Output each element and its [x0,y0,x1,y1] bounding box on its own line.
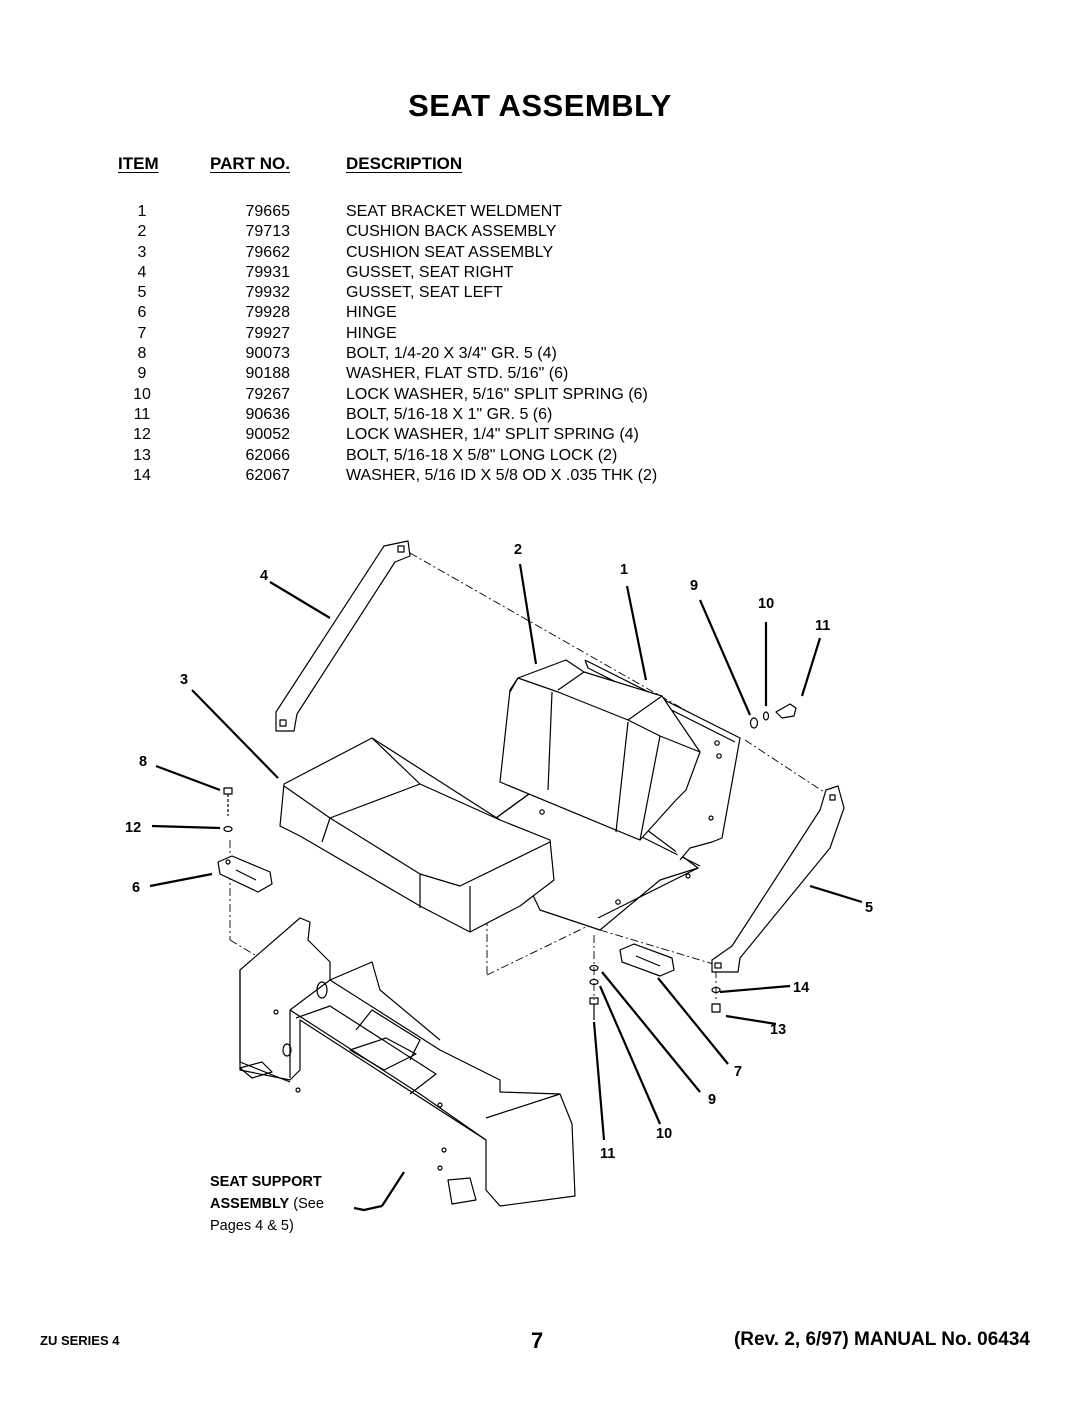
part-number-cell: 79662 [245,243,291,261]
table-row: 14 62067 WASHER, 5/16 ID X 5/8 OD X .035 T… [0,466,1080,486]
seat-support-label-line2: ASSEMBLY (See [210,1196,324,1212]
table-row: 11 90636 BOLT, 5/16-18 X 1" GR. 5 (6) [0,405,1080,425]
callout-6: 6 [132,880,140,896]
item-number-cell: 14 [133,466,151,484]
callout-10-top: 10 [758,596,774,612]
description-cell: SEAT BRACKET WELDMENT [346,203,563,220]
table-row: 1 79665 SEAT BRACKET WELDMENT [0,202,1080,222]
description-cell: CUSHION BACK ASSEMBLY [346,223,557,241]
part-number-cell: 62067 [245,466,291,484]
part-number-cell: 79931 [245,263,291,281]
callout-9-top: 9 [690,578,698,594]
description-cell: BOLT, 5/16-18 X 5/8" LONG LOCK (2) [346,446,618,464]
table-row: 2 79713 CUSHION BACK ASSEMBLY [0,222,1080,242]
seat-support-assembly-part [239,917,576,1207]
item-number-cell: 6 [137,304,147,322]
seat-support-label-line1: SEAT SUPPORT [210,1174,322,1190]
page-title: SEAT ASSEMBLY [408,88,672,123]
part-number-cell: 90073 [245,345,291,363]
footer-page-number: 7 [531,1328,544,1353]
part-number-cell: 79665 [245,203,291,220]
description-cell: CUSHION SEAT ASSEMBLY [346,243,554,261]
fastener-set-top-hardware [749,703,797,729]
description-cell: LOCK WASHER, 1/4" SPLIT SPRING (4) [346,426,639,444]
table-row: 10 79267 LOCK WASHER, 5/16" SPLIT SPRING (… [0,385,1080,405]
callout-14: 14 [793,980,809,996]
item-number-cell: 13 [133,446,151,464]
cushion-back-assembly-part [499,659,701,841]
item-number-cell: 1 [137,203,147,220]
callout-10-bottom: 10 [656,1126,672,1142]
description-cell: WASHER, FLAT STD. 5/16" (6) [346,365,569,383]
part-number-cell: 79267 [245,385,291,403]
callout-leaders [149,563,863,1212]
part-number-cell: 79932 [245,284,291,302]
table-row: 6 79928 HINGE [0,303,1080,323]
description-cell: HINGE [346,304,397,322]
item-number-cell: 10 [133,385,151,403]
table-row: 9 90188 WASHER, FLAT STD. 5/16" (6) [0,364,1080,384]
seat-support-label-assembly: ASSEMBLY [210,1196,290,1212]
table-row: 8 90073 BOLT, 1/4-20 X 3/4" GR. 5 (4) [0,344,1080,364]
part-number-cell: 90636 [245,405,291,423]
description-cell: GUSSET, SEAT LEFT [346,284,503,302]
item-number-cell: 2 [137,223,147,241]
footer-manual-number: (Rev. 2, 6/97) MANUAL No. 06434 [733,1329,1030,1350]
part-number-cell: 62066 [245,446,291,464]
description-cell: WASHER, 5/16 ID X 5/8 OD X .035 THK (2) [346,466,658,484]
callout-11-bottom: 11 [600,1146,615,1162]
exploded-parts-diagram: 2 1 9 10 11 4 3 8 12 6 5 14 13 7 9 10 11… [125,540,873,1234]
callout-9-bottom: 9 [708,1092,716,1108]
callout-1: 1 [620,562,628,578]
fastener-set-bottom-hardware [589,964,599,1020]
item-number-cell: 4 [137,263,147,281]
table-row: 3 79662 CUSHION SEAT ASSEMBLY [0,243,1080,263]
callout-2: 2 [514,542,522,558]
item-number-cell: 11 [133,405,151,423]
bolt-8-hardware [223,787,233,833]
part-number-cell: 90052 [245,426,291,444]
callout-7: 7 [734,1064,742,1080]
seat-support-label-see: (See [289,1196,324,1212]
part-number-cell: 79928 [245,304,291,322]
description-column-header: DESCRIPTION [346,154,463,173]
description-cell: GUSSET, SEAT RIGHT [346,263,514,281]
callout-12: 12 [125,820,141,836]
part-number-cell: 79927 [245,324,291,342]
item-number-cell: 12 [133,426,151,444]
table-row: 4 79931 GUSSET, SEAT RIGHT [0,263,1080,283]
table-row: 12 90052 LOCK WASHER, 1/4" SPLIT SPRING (4… [0,425,1080,445]
callout-11-top: 11 [815,618,830,634]
item-number-cell: 8 [137,345,147,363]
fastener-set-right-hardware [711,986,721,1013]
gusset-right-part [275,540,411,732]
cushion-seat-assembly-part [279,737,555,933]
item-number-cell: 9 [137,365,147,383]
hinge-left-part [217,855,273,893]
callout-3: 3 [180,672,188,688]
part-no-column-header: PART NO. [210,154,290,173]
table-row: 5 79932 GUSSET, SEAT LEFT [0,283,1080,303]
footer-series: ZU SERIES 4 [40,1333,120,1348]
callout-5: 5 [865,900,873,916]
description-cell: BOLT, 1/4-20 X 3/4" GR. 5 (4) [346,345,557,363]
item-column-header: ITEM [118,154,159,173]
callout-13: 13 [770,1022,786,1038]
item-number-cell: 7 [137,324,147,342]
table-row: 7 79927 HINGE [0,324,1080,344]
description-cell: LOCK WASHER, 5/16" SPLIT SPRING (6) [346,385,648,403]
part-number-cell: 79713 [245,223,291,241]
description-cell: BOLT, 5/16-18 X 1" GR. 5 (6) [346,405,553,423]
callout-4: 4 [260,568,268,584]
item-number-cell: 3 [137,243,147,261]
table-row: 13 62066 BOLT, 5/16-18 X 5/8" LONG LOCK (2… [0,446,1080,466]
description-cell: HINGE [346,324,397,342]
seat-support-label-line3: Pages 4 & 5) [210,1218,294,1234]
callout-8: 8 [139,754,147,770]
hinge-right-part [619,943,675,977]
item-number-cell: 5 [137,284,147,302]
part-number-cell: 90188 [245,365,291,383]
gusset-left-part [711,785,845,973]
